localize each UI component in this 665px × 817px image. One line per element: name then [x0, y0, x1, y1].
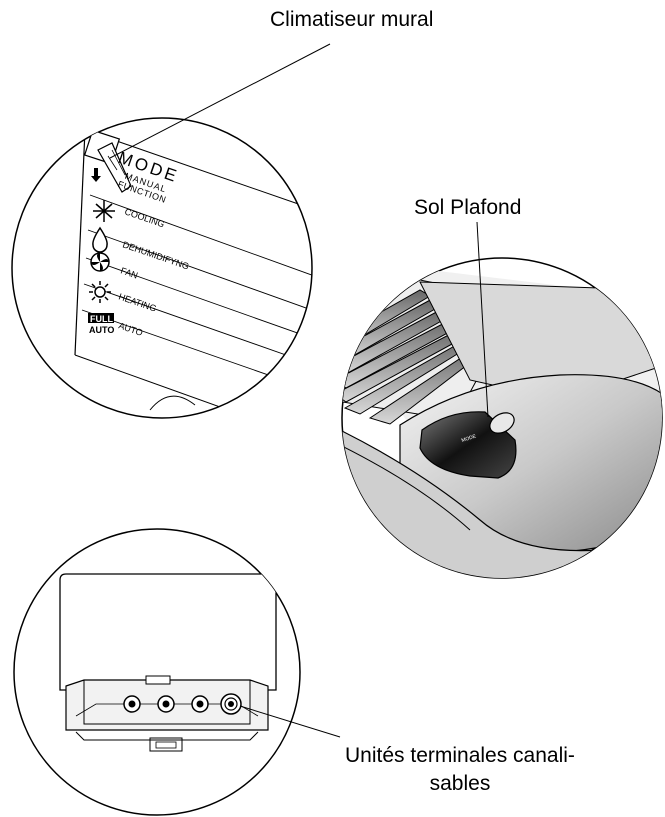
fan-icon	[90, 252, 110, 272]
callout-ducted-line1: Unités terminales canali-	[345, 744, 575, 767]
leader-wall-unit	[109, 43, 331, 159]
callout-ducted-line2: sables	[429, 772, 491, 795]
sun-icon	[89, 281, 111, 303]
ducted-unit-detail	[13, 528, 301, 816]
terminal-knob	[157, 695, 175, 713]
snowflake-icon	[93, 200, 115, 222]
terminal-knob-highlighted	[220, 693, 242, 715]
auto-badge-text: AUTO	[89, 325, 114, 335]
callout-wall-unit: Climatiseur mural	[270, 8, 434, 31]
full-badge-text: FULL	[90, 314, 113, 324]
leader-floor-ceiling	[476, 221, 489, 418]
water-drop-icon	[92, 226, 108, 253]
leader-ducted	[239, 705, 341, 738]
mode-button	[489, 412, 515, 434]
full-auto-badge	[88, 313, 114, 323]
callout-ducted-units: Unités terminales canali- sables	[345, 742, 575, 798]
button-label: MODE	[461, 433, 478, 444]
callout-floor-ceiling: Sol Plafond	[414, 196, 522, 219]
terminal-knob	[191, 695, 209, 713]
terminal-knob	[123, 695, 141, 713]
wall-unit-detail: FULL AUTO MODE MANUAL FUNCTION COOLING D…	[11, 117, 313, 419]
floor-ceiling-detail: MODE	[341, 257, 663, 579]
